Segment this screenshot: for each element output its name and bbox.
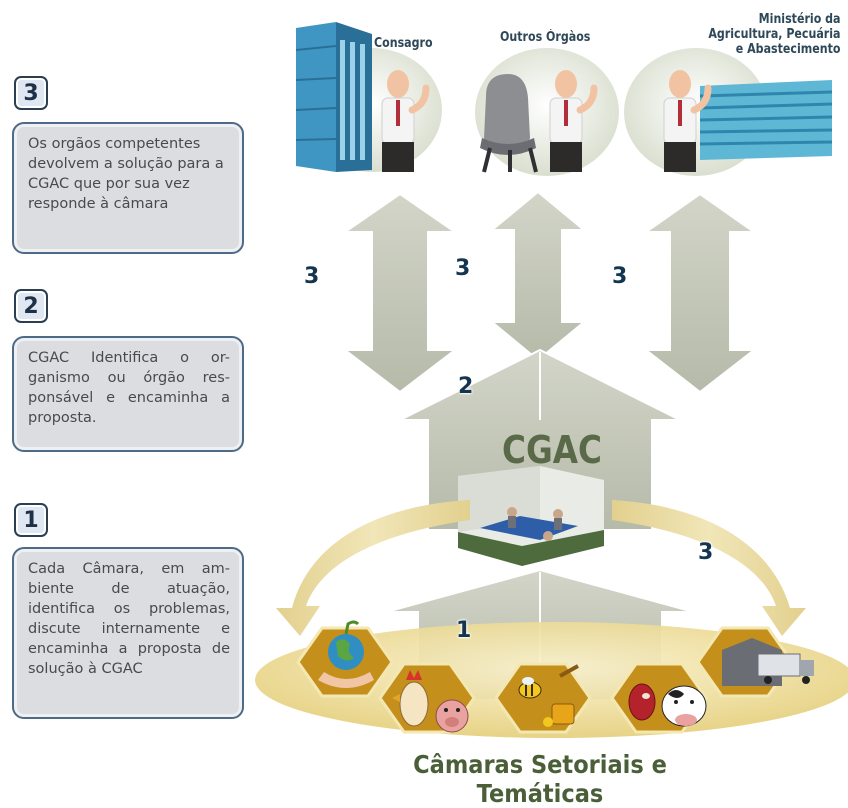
flow-diagram: 3 Os orgãos competentes devolvem a soluç… [12,12,848,808]
cow-meat-icon [628,683,707,727]
step-1-box: Cada Câmara, em am-biente de atuação, id… [12,547,244,719]
arrow-label-return-right: 3 [698,540,714,565]
organ-label-consagro: Consagro [374,36,433,51]
arrow-label-left: 3 [304,264,320,289]
meeting-room-icon [458,466,604,566]
step-1-number: 1 [14,503,48,537]
chambers-title: Câmaras Setoriais e Temáticas [413,750,667,808]
organ-label-outros: Outros Órgàos [500,30,591,45]
return-arrows [341,190,758,394]
arrow-label-right: 3 [612,264,628,289]
step-2-number: 2 [14,289,48,323]
organ-label-ministerio: Ministério da Agricultura, Pecuária e Ab… [708,12,840,57]
ministerio-line-2: Agricultura, Pecuária [707,27,840,42]
step-1-text: Cada Câmara, em am-biente de atuação, id… [28,561,230,677]
office-chair-icon [480,74,538,173]
bee-honey-icon [518,664,579,727]
businessman-icon [381,70,712,172]
rooster-pig-icon [392,670,469,733]
ministerio-line-1: Ministério da [758,12,840,27]
step-3-text: Os orgãos competentes devolvem a solução… [28,136,224,212]
office-building-icon [295,22,372,172]
arrow-label-to-cgac: 2 [458,374,474,399]
ministerio-line-3: e Abastecimento [735,42,840,57]
diagram-illustration [255,22,848,738]
step-3-number: 3 [14,76,48,110]
arrow-label-center: 3 [455,256,471,281]
step-2-text: CGAC Identifica o or-ganismo ou órgão re… [28,350,230,426]
step-2-box: CGAC Identifica o or-ganismo ou órgão re… [12,336,244,452]
truck-warehouse-icon [722,638,814,686]
globe-hand-icon [318,620,374,688]
step-3-box: Os orgãos competentes devolvem a solução… [12,122,244,254]
cgac-label: CGAC [501,428,603,472]
ministry-building-icon [699,80,833,160]
curved-arrows [276,500,806,636]
arrow-label-from-camaras: 1 [456,618,472,643]
